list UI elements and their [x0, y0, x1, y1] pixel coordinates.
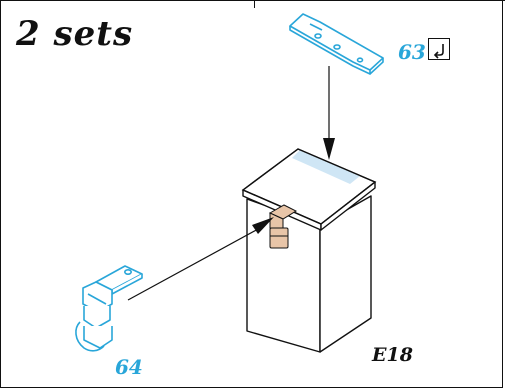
- top-tick: [254, 0, 255, 8]
- arrow-63: [323, 66, 335, 160]
- bracket-63: [289, 13, 384, 75]
- figure-code: E18: [372, 344, 413, 366]
- callout-64: 64: [115, 355, 143, 379]
- arrow-64: [127, 217, 274, 301]
- clamp-64: [75, 265, 143, 352]
- page-title: 2 sets: [16, 14, 134, 54]
- lid-highlight: [292, 150, 360, 184]
- callout-63: 63: [398, 40, 426, 64]
- check-return-icon: [428, 38, 450, 60]
- latch-tab: [268, 204, 298, 249]
- lid-outline: [241, 148, 377, 225]
